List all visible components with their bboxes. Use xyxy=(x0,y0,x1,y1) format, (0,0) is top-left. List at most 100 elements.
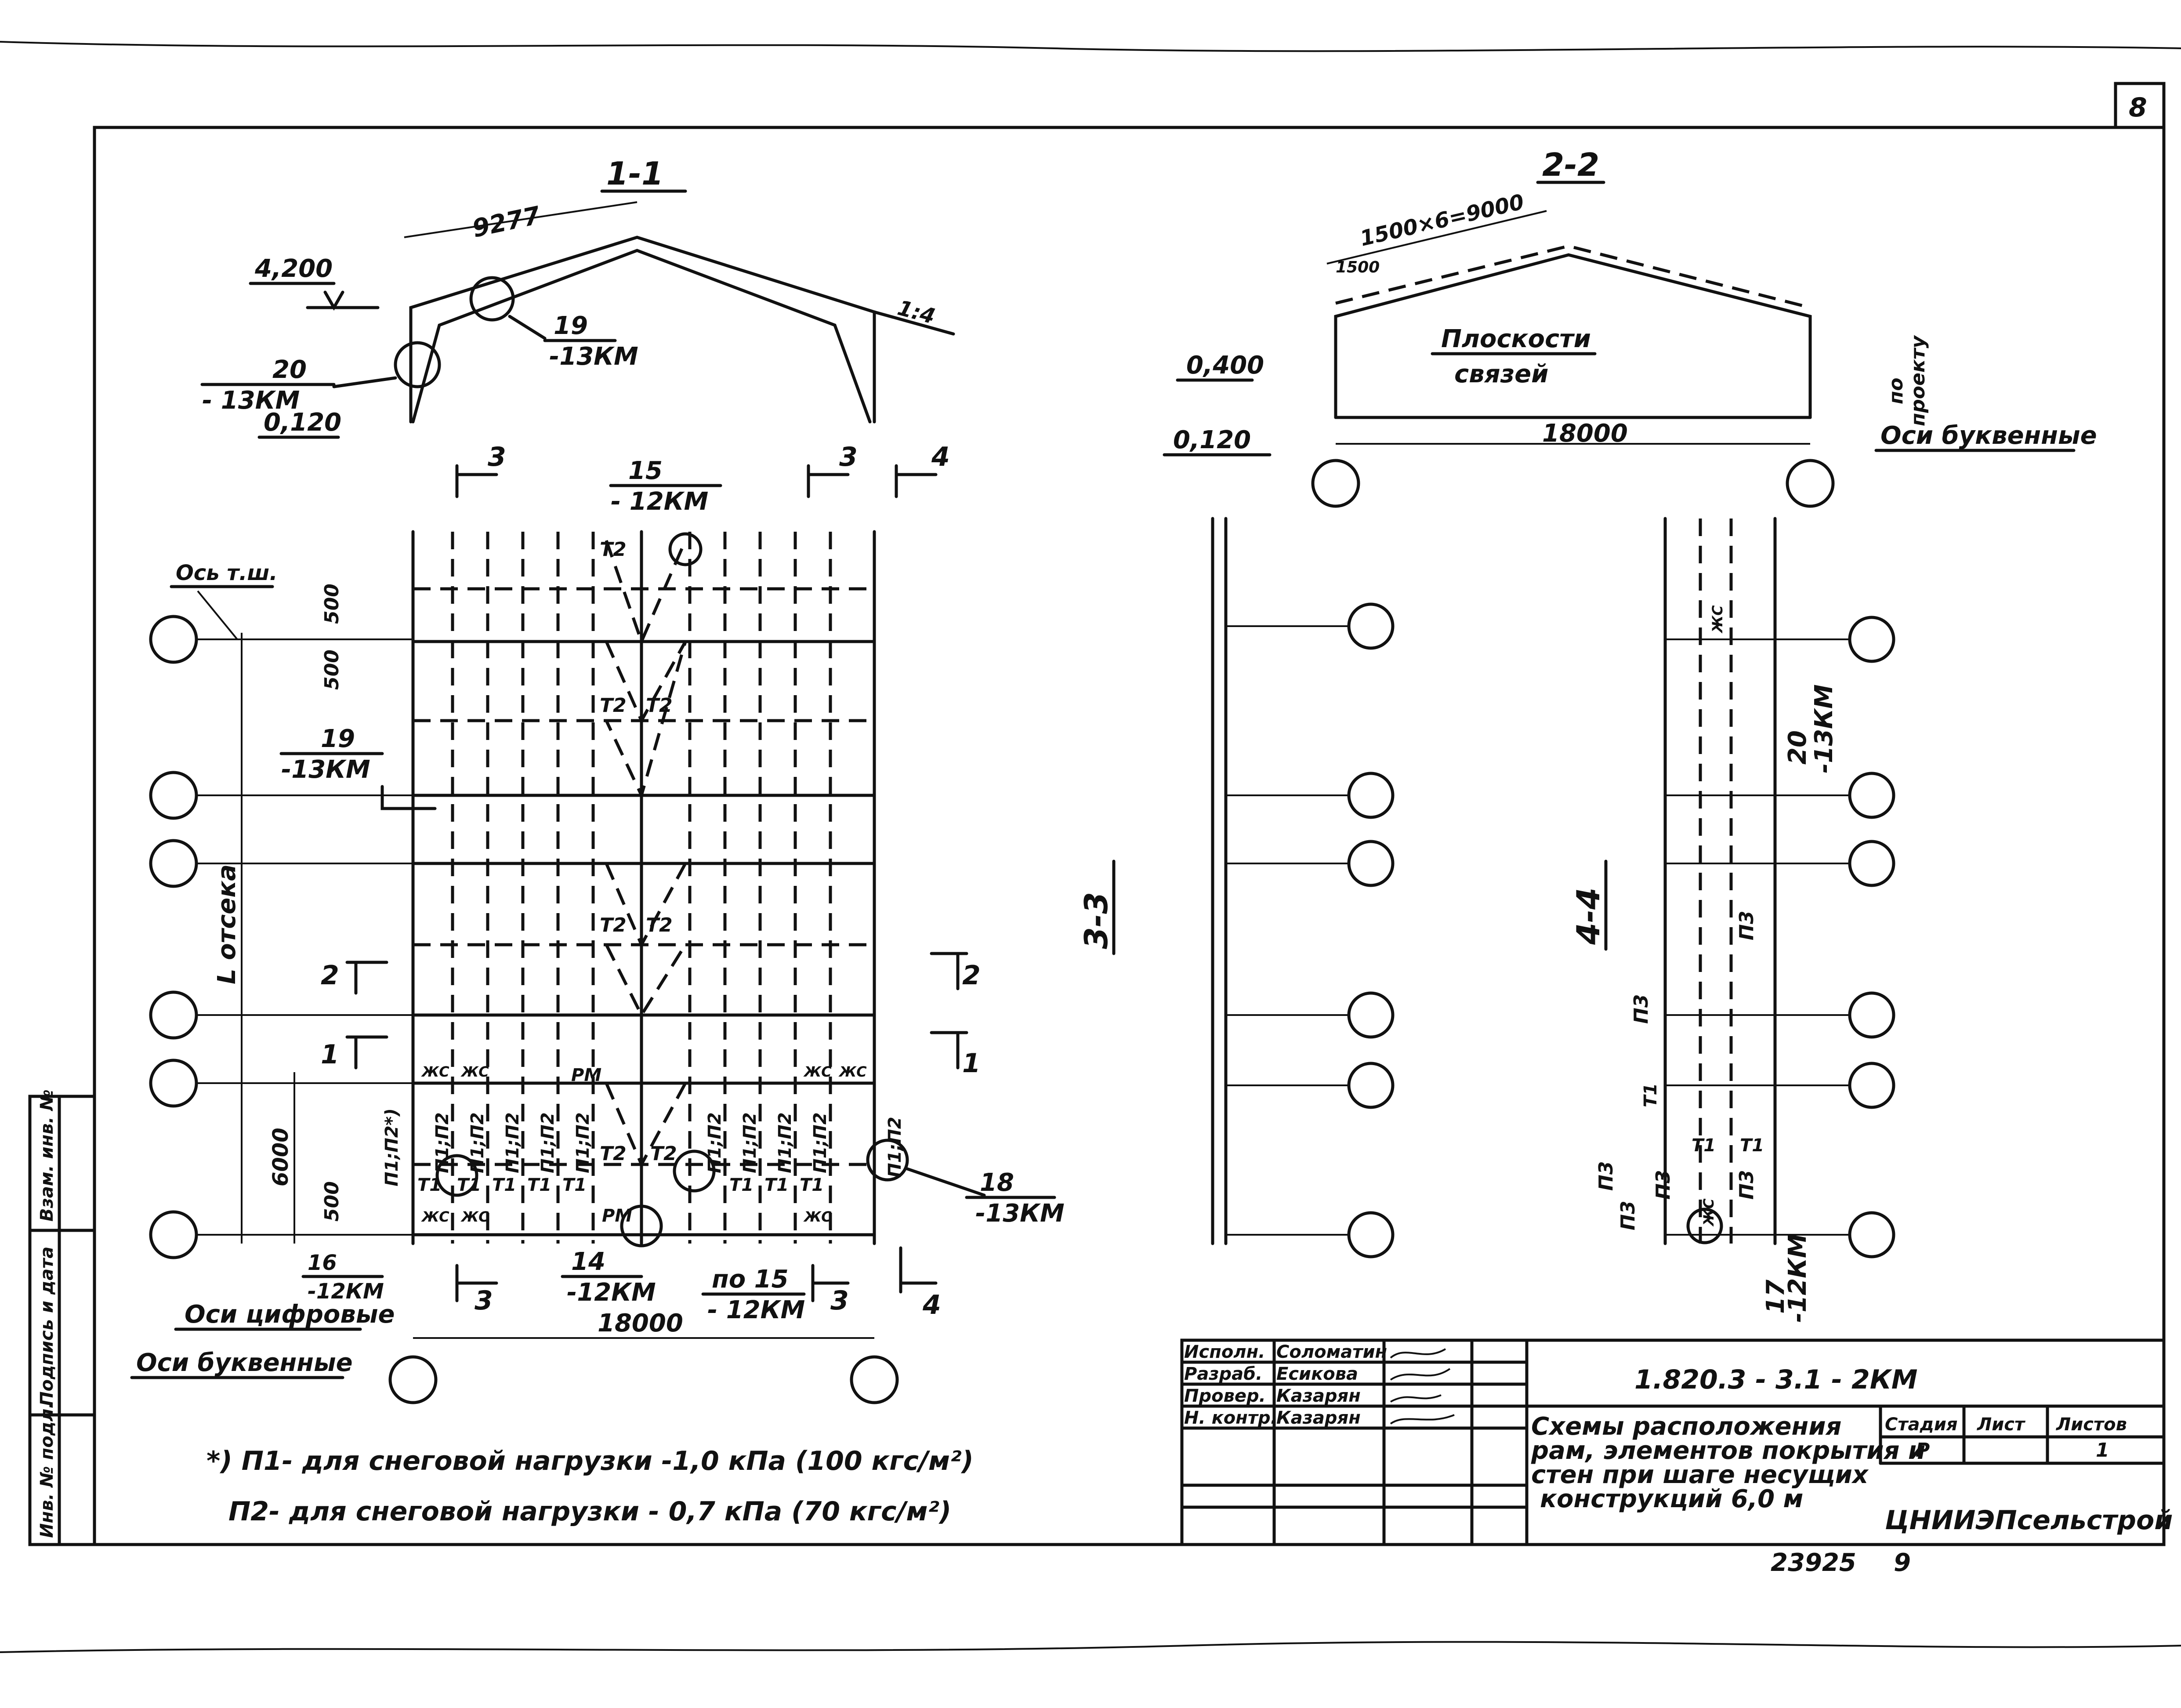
bracing-diagonals xyxy=(605,540,687,1168)
node-20-4-sheet: -13КМ xyxy=(1810,684,1838,773)
label-zh: ЖС xyxy=(421,1208,449,1225)
label-p1p2a: П1;П2*) xyxy=(382,1108,402,1186)
node-19: 19 xyxy=(554,312,588,340)
stamp-inv-label: Инв. № подл. xyxy=(37,1402,57,1538)
page-number: 9 xyxy=(1894,1548,1911,1577)
cut-marker xyxy=(455,464,498,498)
axes-digit-label: Оси цифровые xyxy=(185,1300,395,1329)
node-19-plan: 19 xyxy=(321,725,355,753)
axes-letter-label: Оси буквенные xyxy=(1880,421,2097,450)
org-name: ЦНИИЭПсельстрой xyxy=(1885,1505,2173,1536)
dim-line-9277 xyxy=(404,201,638,238)
node-14-circle xyxy=(620,1204,663,1247)
label-t1: Т1 xyxy=(800,1175,824,1195)
section-2-2: 2-2 1500×6=9000 1500 Плоскости связей 0,… xyxy=(1163,146,2097,508)
label-rm: РМ xyxy=(602,1206,632,1226)
cut-marker xyxy=(455,1264,498,1302)
stage-value: Р xyxy=(1916,1439,1930,1461)
cut-1: 1 xyxy=(962,1048,981,1079)
node-19-plan-sheet: -13КМ xyxy=(281,755,370,784)
node-15b-sheet: - 12КМ xyxy=(707,1296,805,1324)
axis-bubble xyxy=(1347,840,1395,887)
cut-marker xyxy=(345,961,388,995)
label-t1: Т1 xyxy=(562,1175,587,1195)
elev-0120: 0,120 xyxy=(264,408,341,437)
bracing-label-2: связей xyxy=(1454,360,1548,388)
label-p1p2: П1;П2 xyxy=(538,1112,558,1173)
cut-marker xyxy=(930,1031,968,1070)
label-t1-4: Т1 xyxy=(1641,1083,1661,1107)
dim-500c: 500 xyxy=(321,1181,343,1222)
node-19-circle xyxy=(469,276,515,322)
label-p1p2: П1;П2 xyxy=(705,1112,725,1173)
top-edge-line xyxy=(0,41,2181,52)
roof-slope xyxy=(873,310,955,336)
leader xyxy=(332,376,397,388)
node-17-circle xyxy=(1686,1208,1723,1244)
axis-bubble xyxy=(1848,1211,1895,1258)
leader xyxy=(380,785,437,810)
bracing-label-1: Плоскости xyxy=(1441,325,1591,353)
dim-line-9000 xyxy=(1326,210,1547,265)
axes-letter-label-plan: Оси буквенные xyxy=(136,1349,353,1377)
plan-view: 3 3 4 xyxy=(130,442,1065,1404)
frame-outline-outer xyxy=(409,236,876,424)
elev-marker xyxy=(306,290,380,311)
dim-9277: 9277 xyxy=(470,201,543,243)
doc-code: 1.820.3 - 3.1 - 2КМ xyxy=(1634,1364,1917,1395)
label-zh: ЖС xyxy=(460,1063,489,1080)
title-line-1: Схемы расположения xyxy=(1531,1412,1841,1441)
label-zh-4: ЖС xyxy=(1709,605,1726,634)
elev-0120-b: 0,120 xyxy=(1173,426,1251,454)
note-line-2: П2- для снеговой нагрузки - 0,7 кПа (70 … xyxy=(228,1496,951,1527)
cut-marker xyxy=(899,1246,938,1294)
section-4-4: 4-4 20 -13КМ П3 П3 П3 П3 П3 П3 Т1 Т1 Т1 … xyxy=(1570,517,1895,1323)
name-3: Казарян xyxy=(1276,1408,1361,1428)
sheets-value: 1 xyxy=(2096,1439,2109,1461)
node-19-sheet: -13КМ xyxy=(549,342,638,371)
axis-bubble xyxy=(1848,616,1895,663)
dim-6000: 6000 xyxy=(268,1128,293,1186)
dim-9000: 1500×6=9000 xyxy=(1358,189,1526,251)
title-line-2: рам, элементов покрытия и xyxy=(1531,1436,1925,1465)
title-block xyxy=(1180,1338,2166,1546)
cut-marker xyxy=(345,1035,388,1070)
proj-label-1: по xyxy=(1885,377,1907,404)
leader xyxy=(197,590,238,640)
axis-bubble xyxy=(1848,772,1895,819)
label-rm: РМ xyxy=(571,1065,601,1085)
node-17: 17 xyxy=(1761,1280,1790,1314)
node-16: 16 xyxy=(308,1251,337,1275)
title-line-3: стен при шаге несущих xyxy=(1531,1461,1869,1489)
axis-bubble xyxy=(1848,840,1895,887)
title-line-4: конструкций 6,0 м xyxy=(1540,1485,1803,1513)
label-p3: П3 xyxy=(1617,1201,1639,1230)
label-p3: П3 xyxy=(1630,994,1652,1024)
cut-2: 2 xyxy=(321,960,339,991)
sheet-header: Лист xyxy=(1977,1414,2026,1435)
dim-1500: 1500 xyxy=(1336,258,1380,276)
inventory-number: 23925 xyxy=(1771,1548,1856,1577)
name-1: Есикова xyxy=(1276,1364,1358,1384)
frame-2-2 xyxy=(1334,253,1812,419)
elev-0400: 0,400 xyxy=(1186,351,1264,380)
cut-1: 1 xyxy=(321,1039,339,1070)
axis-bubble xyxy=(1347,772,1395,819)
label-t2: Т2 xyxy=(646,694,673,717)
axis-bubbles-digit xyxy=(149,615,413,1259)
label-t2: Т2 xyxy=(646,914,673,936)
label-p1p2: П1;П2 xyxy=(503,1112,523,1173)
label-zh: ЖС xyxy=(421,1063,449,1080)
label-p1p2: П1;П2 xyxy=(810,1112,830,1173)
label-t1: Т1 xyxy=(729,1175,754,1195)
node-18: 18 xyxy=(980,1168,1014,1197)
cut-3: 3 xyxy=(830,1285,849,1316)
axis-bubble xyxy=(1848,991,1895,1039)
node-16-sheet: -12КМ xyxy=(308,1279,384,1304)
sheet-frame xyxy=(93,126,2166,1546)
frame-outline-inner xyxy=(411,249,872,424)
node-15b-circle xyxy=(673,1150,716,1193)
axis-bubble xyxy=(1311,459,1360,508)
sheet-number-box xyxy=(2114,82,2166,129)
label-p3: П3 xyxy=(1652,1170,1674,1200)
